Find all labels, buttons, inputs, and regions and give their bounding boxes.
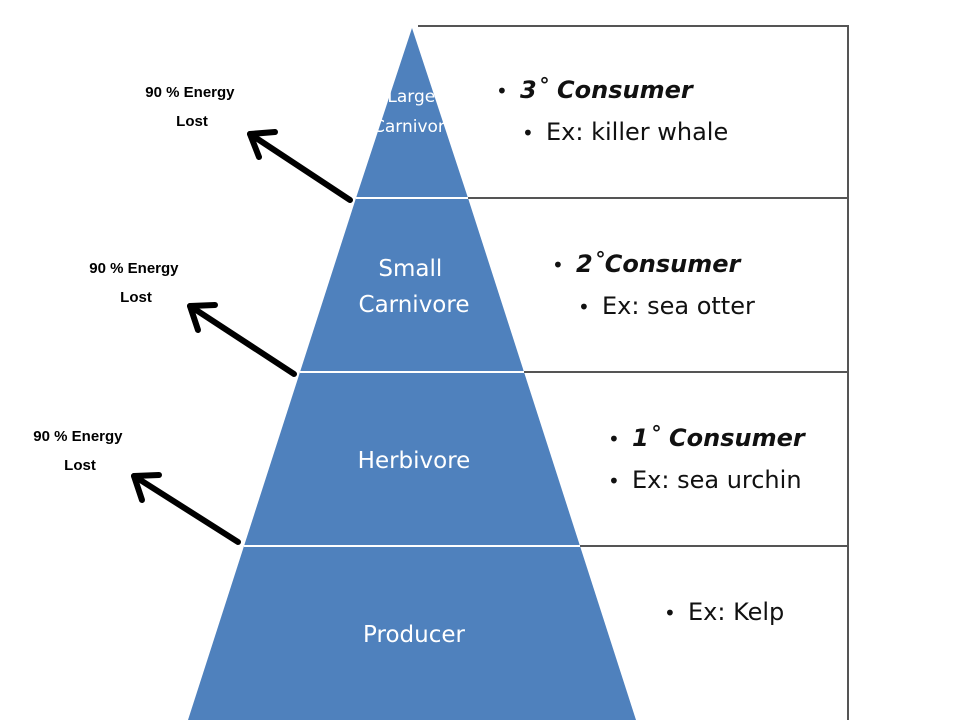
pyramid	[188, 28, 636, 720]
energy-loss-label-2: 90 % Energy Lost	[89, 260, 182, 306]
energy-loss-label-1: 90 % Energy Lost	[145, 84, 238, 130]
energy-loss-line: 90 % Energy	[33, 428, 123, 445]
description-box-outline	[418, 25, 849, 720]
energy-loss-arrow-2	[187, 302, 297, 377]
energy-loss-line: Lost	[176, 113, 208, 130]
tier-label-line: Producer	[363, 622, 465, 648]
consumer-label: 1˚ Consumer	[632, 424, 807, 452]
tier-label-line: Large	[387, 87, 435, 107]
energy-loss-arrow-1	[247, 129, 353, 203]
energy-loss-line: Lost	[120, 289, 152, 306]
tier-label-producer: Producer	[363, 622, 465, 648]
energy-loss-line: 90 % Energy	[89, 260, 179, 277]
bullet-marker: •	[496, 79, 508, 103]
example-label: Ex: sea otter	[602, 292, 755, 320]
tier-label-herbivore: Herbivore	[358, 448, 471, 474]
energy-loss-line: Lost	[64, 457, 96, 474]
bullet-marker: •	[608, 427, 620, 451]
example-label: Ex: Kelp	[688, 598, 784, 626]
pyramid-tier-small-carnivore	[300, 198, 524, 372]
tier-label-line: Herbivore	[358, 448, 471, 474]
tier-label-line: Carnivore	[373, 117, 455, 137]
bullet-marker: •	[552, 253, 564, 277]
consumer-label: 3˚ Consumer	[520, 76, 695, 104]
pyramid-tier-large-carnivore	[356, 28, 468, 198]
energy-loss-labels: 90 % Energy Lost 90 % Energy Lost 90 % E…	[33, 84, 238, 474]
bullet-marker: •	[522, 121, 534, 145]
bullet-marker: •	[664, 601, 676, 625]
example-label: Ex: killer whale	[546, 118, 728, 146]
bullet-marker: •	[578, 295, 590, 319]
level-descriptions: • 3˚ Consumer • Ex: killer whale • 2˚Con…	[496, 76, 807, 626]
bullet-marker: •	[608, 469, 620, 493]
energy-loss-label-3: 90 % Energy Lost	[33, 428, 126, 474]
tier-label-large-carnivore: Large Carnivore	[373, 87, 455, 137]
consumer-label: 2˚Consumer	[576, 250, 743, 278]
example-label: Ex: sea urchin	[632, 466, 802, 494]
energy-loss-arrow-3	[131, 472, 241, 545]
description-boxes	[418, 25, 849, 720]
tier-label-line: Carnivore	[359, 292, 470, 318]
tier-labels: Large Carnivore Small Carnivore Herbivor…	[358, 87, 471, 648]
tier-label-small-carnivore: Small Carnivore	[359, 256, 470, 318]
tier-label-line: Small	[378, 256, 442, 282]
pyramid-tier-herbivore	[244, 372, 580, 546]
pyramid-tier-producer	[188, 546, 636, 720]
energy-loss-arrows	[131, 129, 353, 545]
energy-loss-line: 90 % Energy	[145, 84, 235, 101]
